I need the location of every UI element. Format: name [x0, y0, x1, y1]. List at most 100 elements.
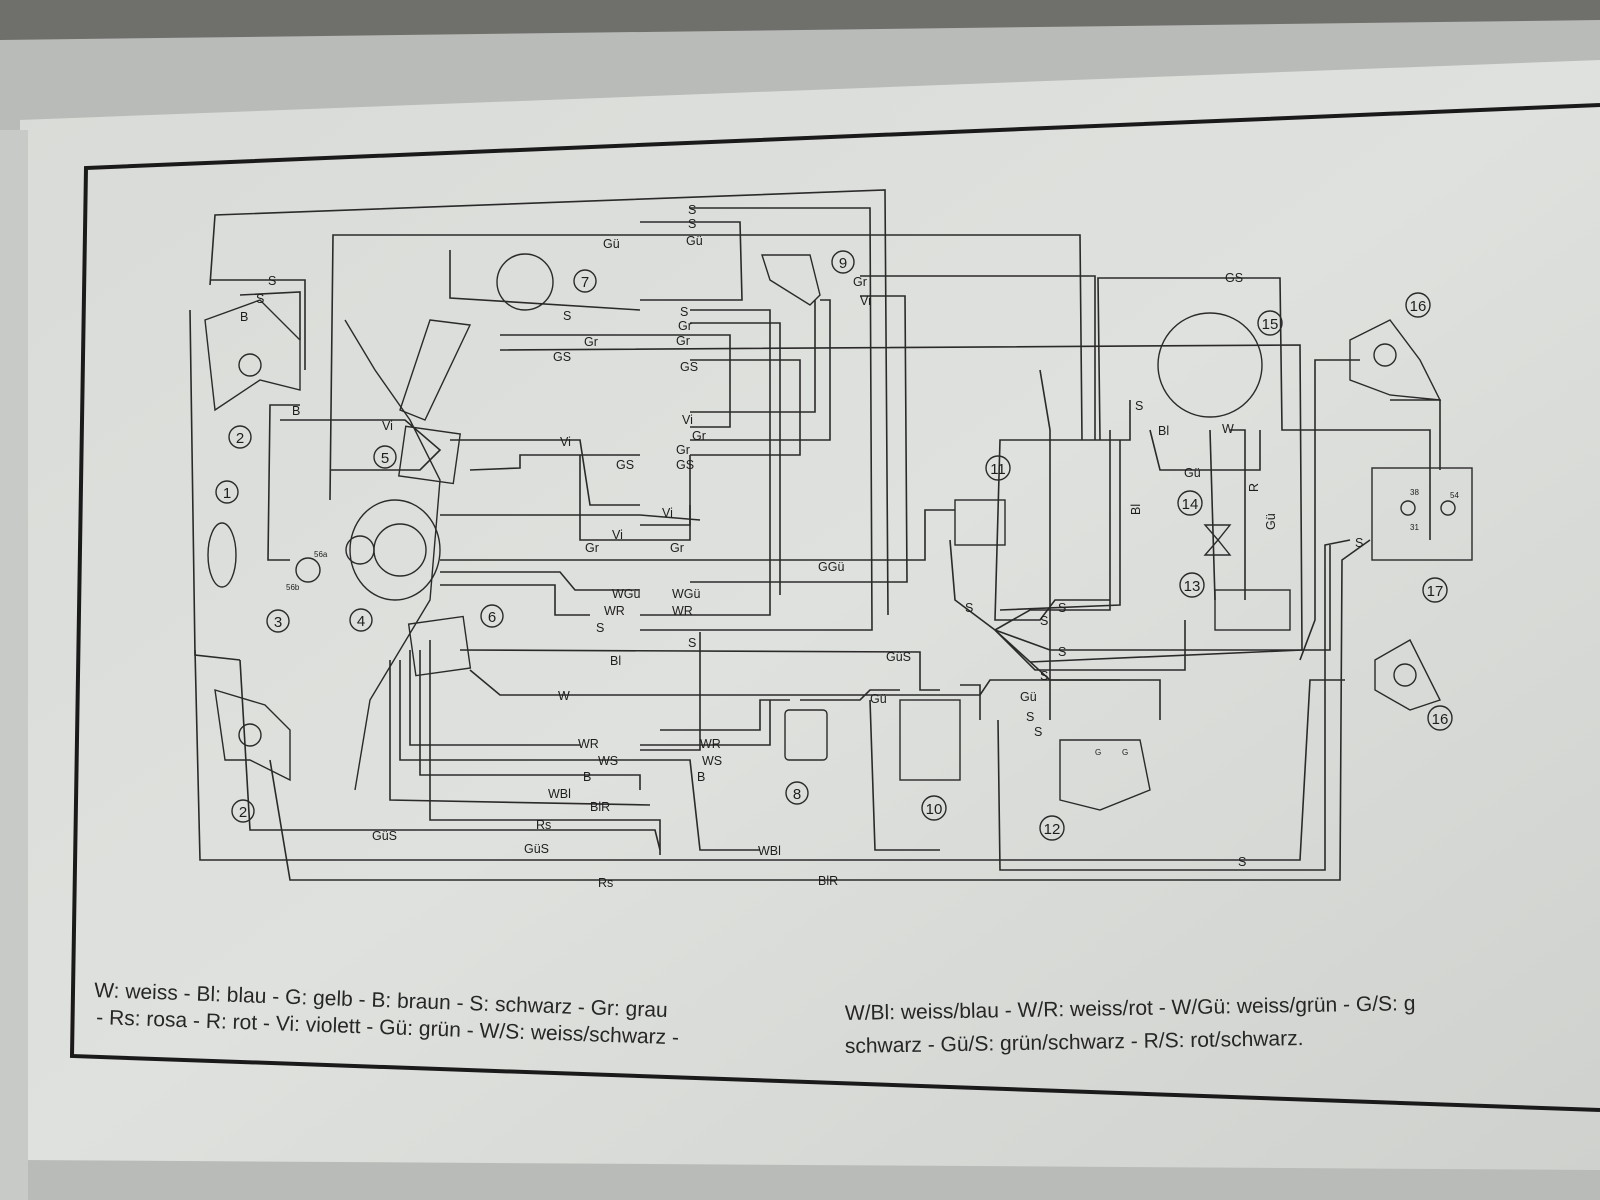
- component-5: 5: [373, 445, 397, 469]
- wire: [860, 275, 1096, 440]
- wire-color-label: WGü: [672, 587, 701, 601]
- wire-color-label: WGü: [612, 587, 641, 601]
- left-page-edge: [0, 130, 28, 1200]
- terminal-label: 56a: [314, 550, 328, 559]
- component-12: 12: [1039, 815, 1065, 841]
- wire-color-label: WR: [700, 737, 721, 751]
- wire-color-label: S: [1058, 645, 1066, 659]
- wire: [1097, 277, 1431, 540]
- wire: [690, 322, 781, 595]
- horn-9: [761, 254, 821, 306]
- wire: [1209, 429, 1216, 601]
- wire-color-label: WR: [604, 604, 625, 618]
- stop-switch-7: [496, 253, 554, 311]
- wire: [997, 539, 1351, 871]
- wire-color-label: B: [697, 770, 705, 784]
- component-number: 15: [1262, 316, 1279, 333]
- component-number: 14: [1182, 496, 1199, 513]
- wire: [690, 300, 816, 413]
- component-number: 2: [239, 804, 247, 821]
- wire-labels: S S Gü Gü S S Gr Gr Gr GS GS Gr Vi GS B …: [240, 203, 1363, 890]
- horn: [207, 522, 237, 588]
- wire: [869, 699, 940, 851]
- component-17: 17: [1422, 577, 1448, 603]
- wire: [999, 440, 1121, 611]
- tail-lamp-16-bottom: [1374, 639, 1441, 711]
- wire: [640, 505, 691, 526]
- component-number: 16: [1432, 711, 1449, 728]
- wires: [189, 189, 1441, 881]
- wire-color-label: S: [1040, 669, 1048, 683]
- wire-color-label: GGü: [818, 560, 844, 574]
- component-16: 16: [1405, 292, 1431, 318]
- wire-color-label: Gü: [870, 692, 887, 706]
- wire-color-label: Gr: [676, 334, 690, 348]
- rectifier-13: [1214, 589, 1291, 631]
- component-16b: 16: [1427, 705, 1453, 731]
- wire-color-label: GS: [676, 458, 694, 472]
- wire-color-label: Vi: [560, 435, 571, 449]
- component-number: 3: [274, 614, 282, 631]
- terminal-label: 54: [1450, 491, 1459, 500]
- wire: [690, 295, 908, 583]
- speedometer: [349, 499, 441, 601]
- wire-color-label: GüS: [524, 842, 549, 856]
- coil-8: [784, 709, 828, 761]
- terminal-label: G: [1122, 748, 1128, 757]
- wire: [640, 679, 1161, 720]
- wire-color-label: WBl: [548, 787, 571, 801]
- component-11: 11: [985, 455, 1011, 481]
- handlebar-outline: [344, 319, 441, 791]
- wire-color-label: BlR: [818, 874, 838, 888]
- wire-color-label: S: [1058, 601, 1066, 615]
- wire: [280, 419, 442, 471]
- cdi-12: [1059, 739, 1151, 811]
- wire: [690, 299, 831, 441]
- wire-color-label: Gü: [1020, 690, 1037, 704]
- wire: [399, 660, 760, 851]
- wire-color-label: S: [1238, 855, 1246, 869]
- wire: [469, 669, 640, 696]
- wire: [239, 291, 301, 340]
- wire: [1149, 429, 1261, 471]
- wire: [640, 632, 701, 751]
- wire: [329, 234, 1083, 501]
- component-number: 9: [839, 255, 847, 272]
- wire: [450, 439, 640, 506]
- terminal-label: 31: [1410, 523, 1419, 532]
- component-2b: 2: [231, 799, 255, 823]
- wire: [429, 640, 661, 855]
- component-8: 8: [785, 781, 809, 805]
- component-1: 1: [215, 480, 239, 504]
- wire-color-label: S: [680, 305, 688, 319]
- wire-color-label: GS: [680, 360, 698, 374]
- wire: [640, 309, 771, 616]
- wire-color-label: Gü: [603, 237, 620, 251]
- wire-color-label: WR: [578, 737, 599, 751]
- wire-color-label: Gr: [692, 429, 706, 443]
- wire-color-label: Gr: [853, 275, 867, 289]
- wire-color-label: Rs: [598, 876, 613, 890]
- wire-color-label: WBl: [758, 844, 781, 858]
- wire-color-label: S: [1034, 725, 1042, 739]
- wire: [500, 334, 731, 428]
- wire: [209, 189, 889, 616]
- terminal-label: 38: [1410, 488, 1419, 497]
- wire: [960, 684, 981, 720]
- component-number: 1: [223, 485, 231, 502]
- component-numbers: 1 2 2 3 4 5 6 7 8 9 10 11 12 13 14 15 16…: [215, 250, 1453, 841]
- wire: [269, 539, 1371, 881]
- component-14: 14: [1177, 490, 1203, 516]
- wire: [440, 571, 640, 591]
- switch-6: [407, 615, 472, 677]
- wire: [1230, 429, 1246, 600]
- headlamp-left-top: [204, 299, 301, 412]
- wire-color-label: Gr: [676, 443, 690, 457]
- wire-color-label: Bl: [610, 654, 621, 668]
- component-number: 13: [1184, 578, 1201, 595]
- wire-color-label: S: [965, 601, 973, 615]
- wire: [994, 400, 1131, 621]
- wire-color-label: S: [256, 292, 264, 306]
- paper: [20, 60, 1600, 1170]
